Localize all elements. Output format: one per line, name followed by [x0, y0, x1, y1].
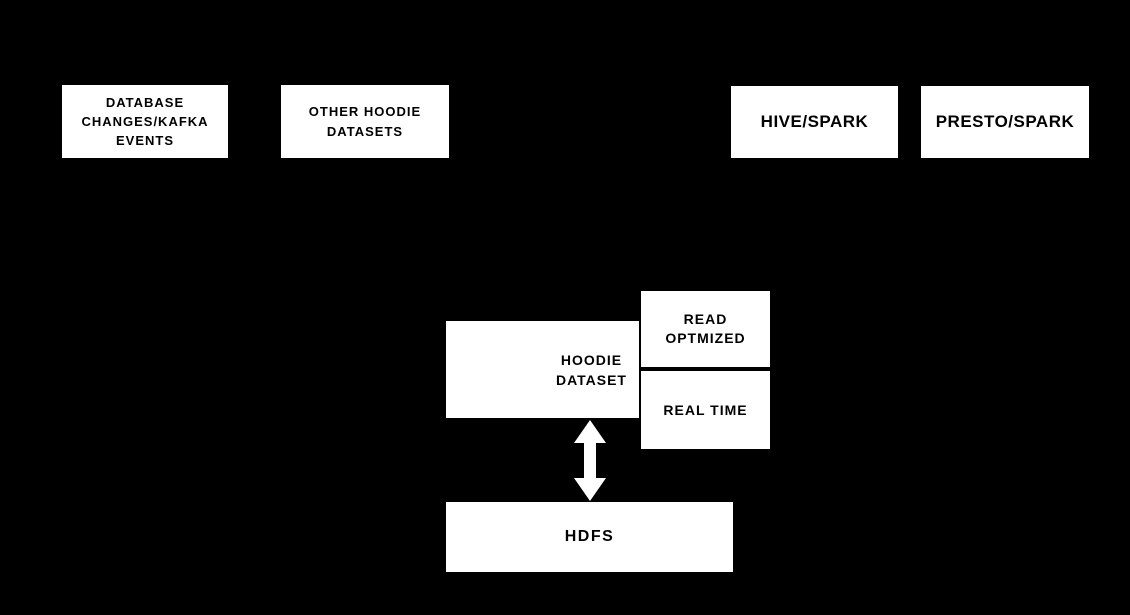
node-label: DATABASE CHANGES/KAFKA EVENTS: [81, 95, 209, 148]
node-label: HOODIE DATASET: [555, 351, 627, 388]
node-label: HDFS: [564, 528, 615, 545]
node-label: OTHER HOODIE DATASETS: [308, 103, 422, 139]
node-hoodie-dataset: HOODIE DATASET: [446, 321, 639, 418]
node-label: READ OPTMIZED: [665, 311, 746, 346]
double-vertical-arrow-icon: [574, 420, 606, 501]
node-presto-spark: PRESTO/SPARK: [921, 86, 1089, 158]
node-hive-spark: HIVE/SPARK: [731, 86, 898, 158]
node-hdfs: HDFS: [446, 502, 733, 572]
node-database-changes-kafka-events: DATABASE CHANGES/KAFKA EVENTS: [62, 85, 228, 158]
node-label: PRESTO/SPARK: [935, 112, 1075, 131]
node-label: HIVE/SPARK: [760, 112, 869, 131]
node-other-hoodie-datasets: OTHER HOODIE DATASETS: [281, 85, 449, 158]
node-real-time-view: REAL TIME: [641, 371, 770, 449]
node-label: REAL TIME: [663, 402, 748, 418]
node-read-optimized-view: READ OPTMIZED: [641, 291, 770, 367]
